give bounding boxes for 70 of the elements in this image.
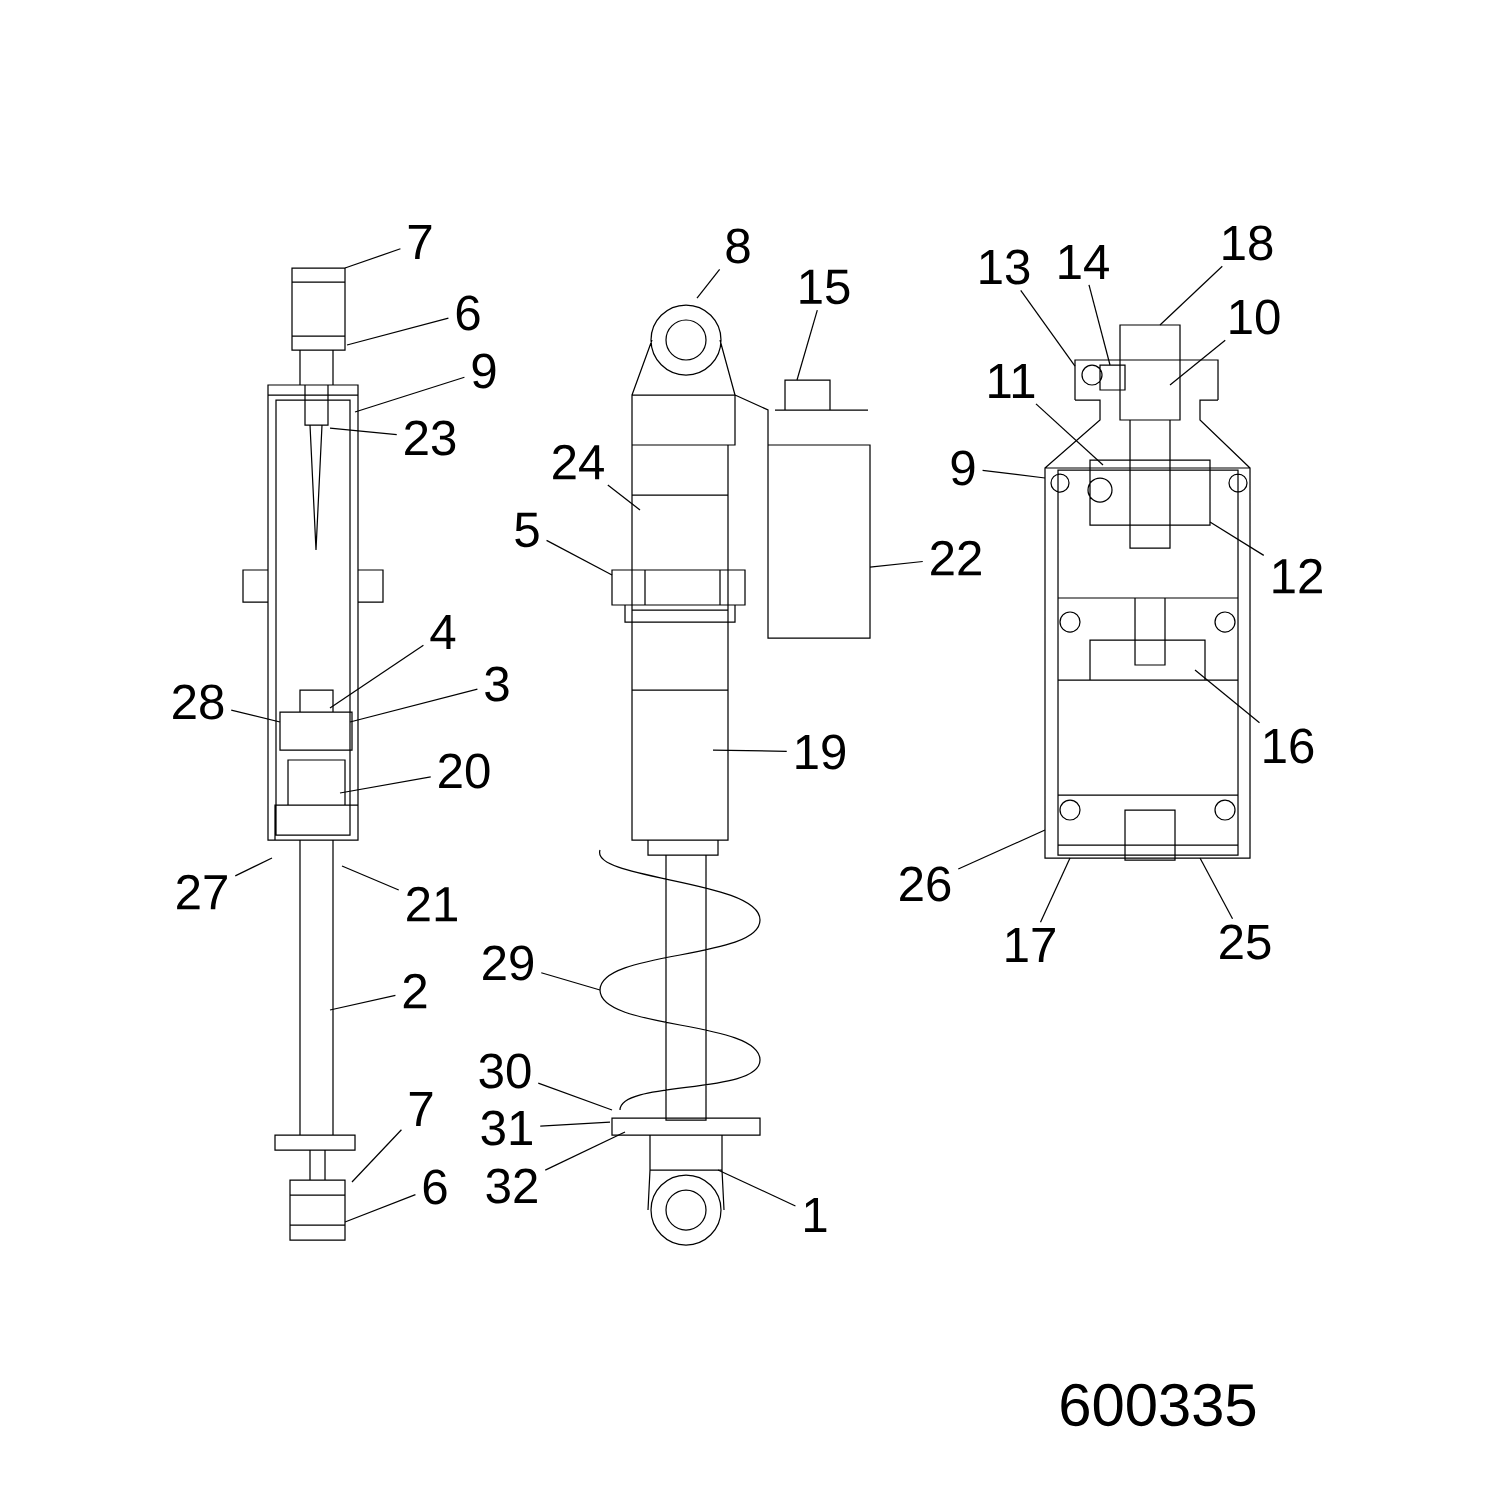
callout-number: 32 [486,1168,537,1204]
leader-line [696,268,721,299]
callout-number: 3 [485,666,509,702]
callout-number: 17 [1006,928,1055,962]
leader-line [341,865,400,891]
leader-line [346,317,450,346]
leader-line [537,1082,613,1111]
leader-line [1035,403,1104,466]
callout-number: 24 [553,444,604,480]
callout-number: 9 [951,450,975,486]
leader-line [354,376,466,413]
leader-line [329,644,425,709]
callout-number: 26 [900,866,951,902]
leader-line [869,560,924,568]
leader-line [539,1121,611,1127]
leader-line [1169,339,1226,386]
leader-line [717,1169,797,1207]
leader-line [329,427,398,436]
leader-line [607,484,641,511]
leader-line [1039,857,1071,923]
callout-number: 23 [405,420,456,456]
leader-line [540,972,601,991]
callout-number: 4 [430,615,456,649]
leader-line [1159,265,1223,326]
leader-line [712,749,788,752]
leader-line [1199,857,1234,920]
callout-number: 28 [173,684,224,720]
callout-number: 8 [726,228,750,264]
callout-number: 7 [409,1092,433,1126]
leader-line [957,829,1046,870]
callout-number: 27 [177,874,227,910]
callout-number: 11 [989,364,1035,398]
leader-line [344,248,402,269]
drawing-number: 600335 [1061,1383,1256,1427]
leader-line [234,857,273,877]
callout-number: 6 [456,295,480,331]
callout-number: 31 [481,1110,532,1146]
leader-line [981,469,1046,479]
leader-line [329,994,397,1011]
callout-number: 29 [483,945,533,981]
leader-line [230,709,281,723]
callout-number: 14 [1059,245,1109,279]
leader-line [351,1129,403,1183]
callout-number: 6 [423,1169,447,1205]
leader-line [339,776,432,794]
leader-line [796,309,818,381]
callout-number: 7 [408,225,432,259]
callout-number: 5 [515,512,539,548]
callout-number: 30 [479,1053,531,1089]
callout-number: 2 [403,973,427,1009]
callout-number: 15 [800,269,850,305]
callout-number: 25 [1220,924,1271,960]
leader-line [344,1194,417,1223]
callout-number: 9 [472,353,496,389]
callout-number: 16 [1264,728,1314,764]
callout-number: 21 [407,886,457,922]
leader-line [1209,521,1265,556]
callout-number: 10 [1230,299,1280,335]
callout-number: 22 [931,540,981,576]
callout-number: 20 [439,753,490,789]
leader-line [545,539,613,576]
leader-line [349,688,479,723]
leader-line [544,1131,626,1171]
shock-section-drawing [242,267,384,1241]
callout-number: 18 [1223,225,1273,261]
leader-line [1088,284,1111,366]
leader-line [1020,289,1076,367]
leader-line [1194,669,1261,724]
callout-number: 12 [1273,558,1322,594]
callout-number: 13 [980,249,1030,285]
